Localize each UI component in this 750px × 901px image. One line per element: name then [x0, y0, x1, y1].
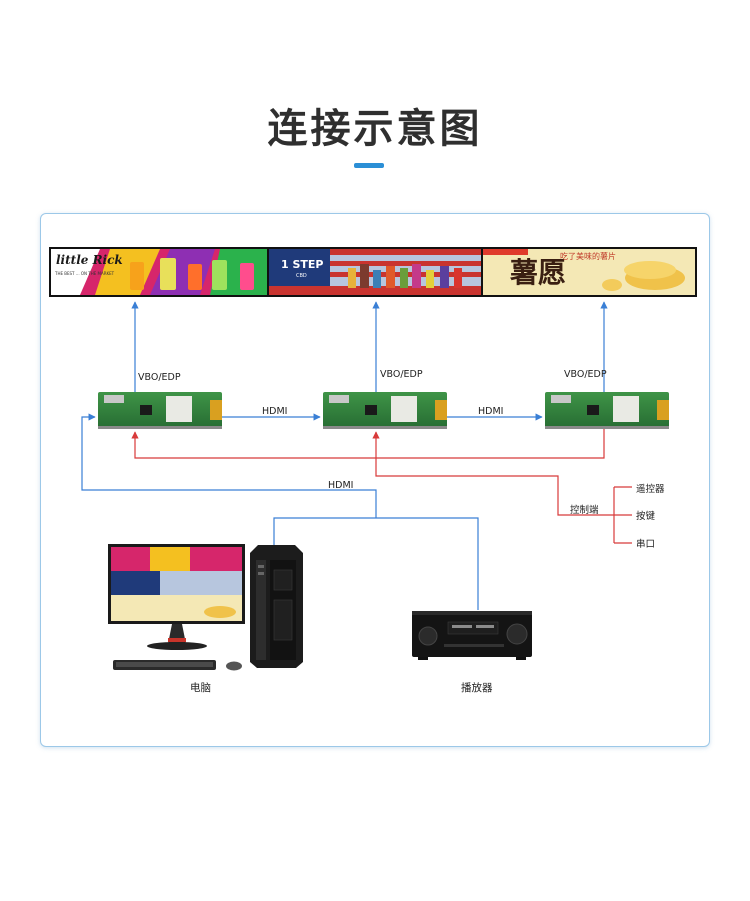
- computer-label: 电脑: [190, 682, 211, 694]
- panel-shu-yuan: [483, 249, 695, 295]
- mouse: [226, 661, 242, 671]
- controller-board-1: [98, 392, 222, 429]
- player-label: 播放器: [461, 682, 493, 694]
- panel-3-brand: 薯愿: [510, 256, 567, 289]
- panel-2-brand: 1 STEP: [281, 258, 324, 271]
- panel-2-tag: CBD: [296, 273, 307, 279]
- controller-board-3: [545, 392, 669, 429]
- panel-1-step: [269, 249, 481, 295]
- control-end-label: 控制端: [570, 505, 599, 516]
- panel-1-tag: THE BEST ... ON THE MARKET: [55, 271, 115, 276]
- keyboard: [113, 660, 216, 670]
- hdmi-source-links: [81, 413, 479, 610]
- serial-label: 串口: [636, 539, 656, 550]
- vbo-edp-label-2: VBO/EDP: [380, 369, 423, 380]
- vbo-edp-label-1: VBO/EDP: [138, 372, 181, 383]
- stretched-display: [49, 247, 697, 297]
- control-links: [131, 429, 632, 544]
- title-underline: [354, 163, 384, 168]
- panel-little-rick: [51, 249, 267, 295]
- remote-label: 遥控器: [636, 484, 665, 495]
- vbo-edp-links: [131, 301, 608, 392]
- player-device: [412, 611, 532, 660]
- vbo-edp-label-3: VBO/EDP: [564, 369, 607, 380]
- pc-tower: [250, 545, 303, 668]
- controller-board-2: [323, 392, 447, 429]
- monitor: [108, 544, 245, 650]
- panel-1-brand: little Rick: [56, 253, 123, 267]
- page-title: 连接示意图: [267, 106, 483, 152]
- panel-3-tag: 吃了美味的薯片: [560, 252, 616, 261]
- hdmi-label-1: HDMI: [262, 406, 288, 417]
- hdmi-label-2: HDMI: [478, 406, 504, 417]
- hdmi-label-3: HDMI: [328, 480, 354, 491]
- button-label: 按键: [636, 511, 656, 522]
